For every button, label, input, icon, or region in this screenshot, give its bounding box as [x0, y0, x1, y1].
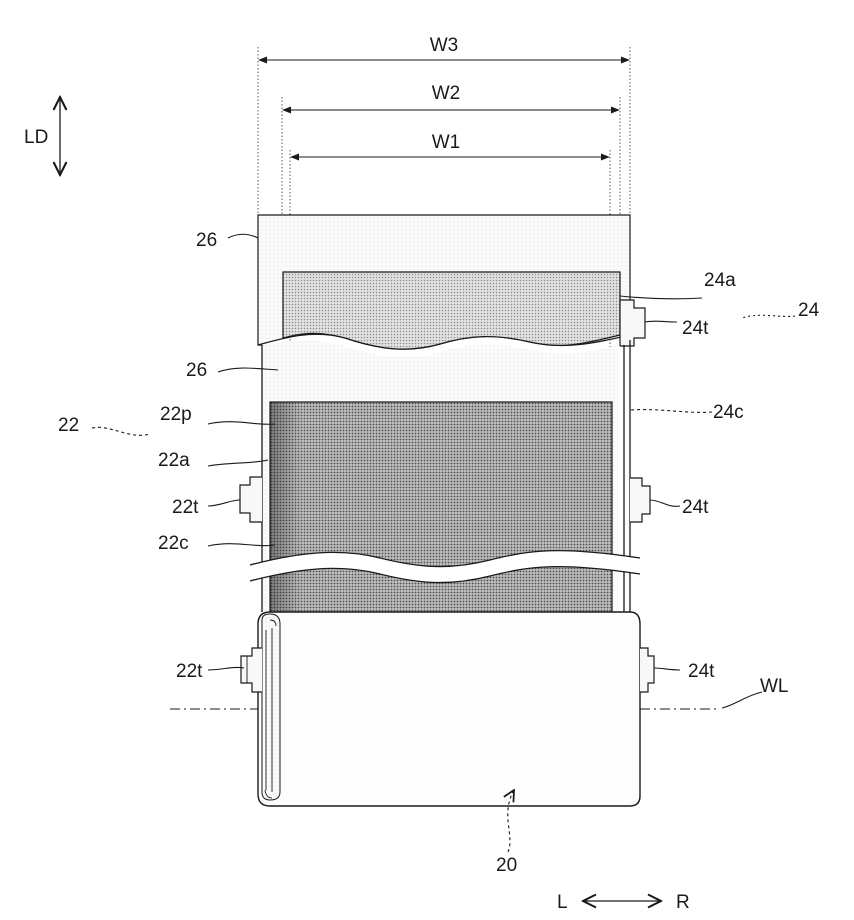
label-24c: 24c — [713, 402, 744, 423]
label-24t-bottom: 24t — [688, 661, 715, 682]
tab-24t-middle — [630, 478, 650, 522]
label-26-middle: 26 — [186, 360, 207, 381]
lr-direction-arrow: L R — [557, 892, 690, 913]
label-24: 24 — [798, 300, 820, 321]
label-24t-middle: 24t — [682, 497, 709, 518]
dimension-w3: W3 — [259, 35, 629, 60]
label-l: L — [557, 892, 568, 913]
label-26-top: 26 — [196, 230, 217, 251]
label-wl: WL — [760, 676, 789, 697]
label-r: R — [676, 892, 690, 913]
label-22t-middle: 22t — [172, 497, 199, 518]
tab-24t-bottom — [640, 648, 654, 692]
tab-24t-upper — [620, 300, 645, 346]
label-22t-bottom: 22t — [176, 661, 203, 682]
wound-body-20 — [258, 612, 640, 806]
label-w3: W3 — [430, 35, 459, 56]
label-22c: 22c — [158, 533, 189, 554]
label-22a: 22a — [158, 450, 190, 471]
tab-22t-bottom — [241, 648, 262, 692]
label-22: 22 — [58, 415, 79, 436]
tab-22t-middle — [240, 477, 262, 522]
label-20: 20 — [496, 855, 517, 876]
label-ld: LD — [24, 127, 48, 148]
label-w2: W2 — [432, 83, 461, 104]
label-24t-upper: 24t — [682, 318, 709, 339]
label-24a: 24a — [704, 270, 736, 291]
dimension-w1: W1 — [291, 132, 609, 157]
dimension-w2: W2 — [283, 83, 619, 110]
ld-direction-arrow: LD — [24, 97, 60, 175]
label-22p: 22p — [160, 404, 192, 425]
label-w1: W1 — [432, 132, 461, 153]
positive-electrode-24a — [283, 272, 620, 349]
